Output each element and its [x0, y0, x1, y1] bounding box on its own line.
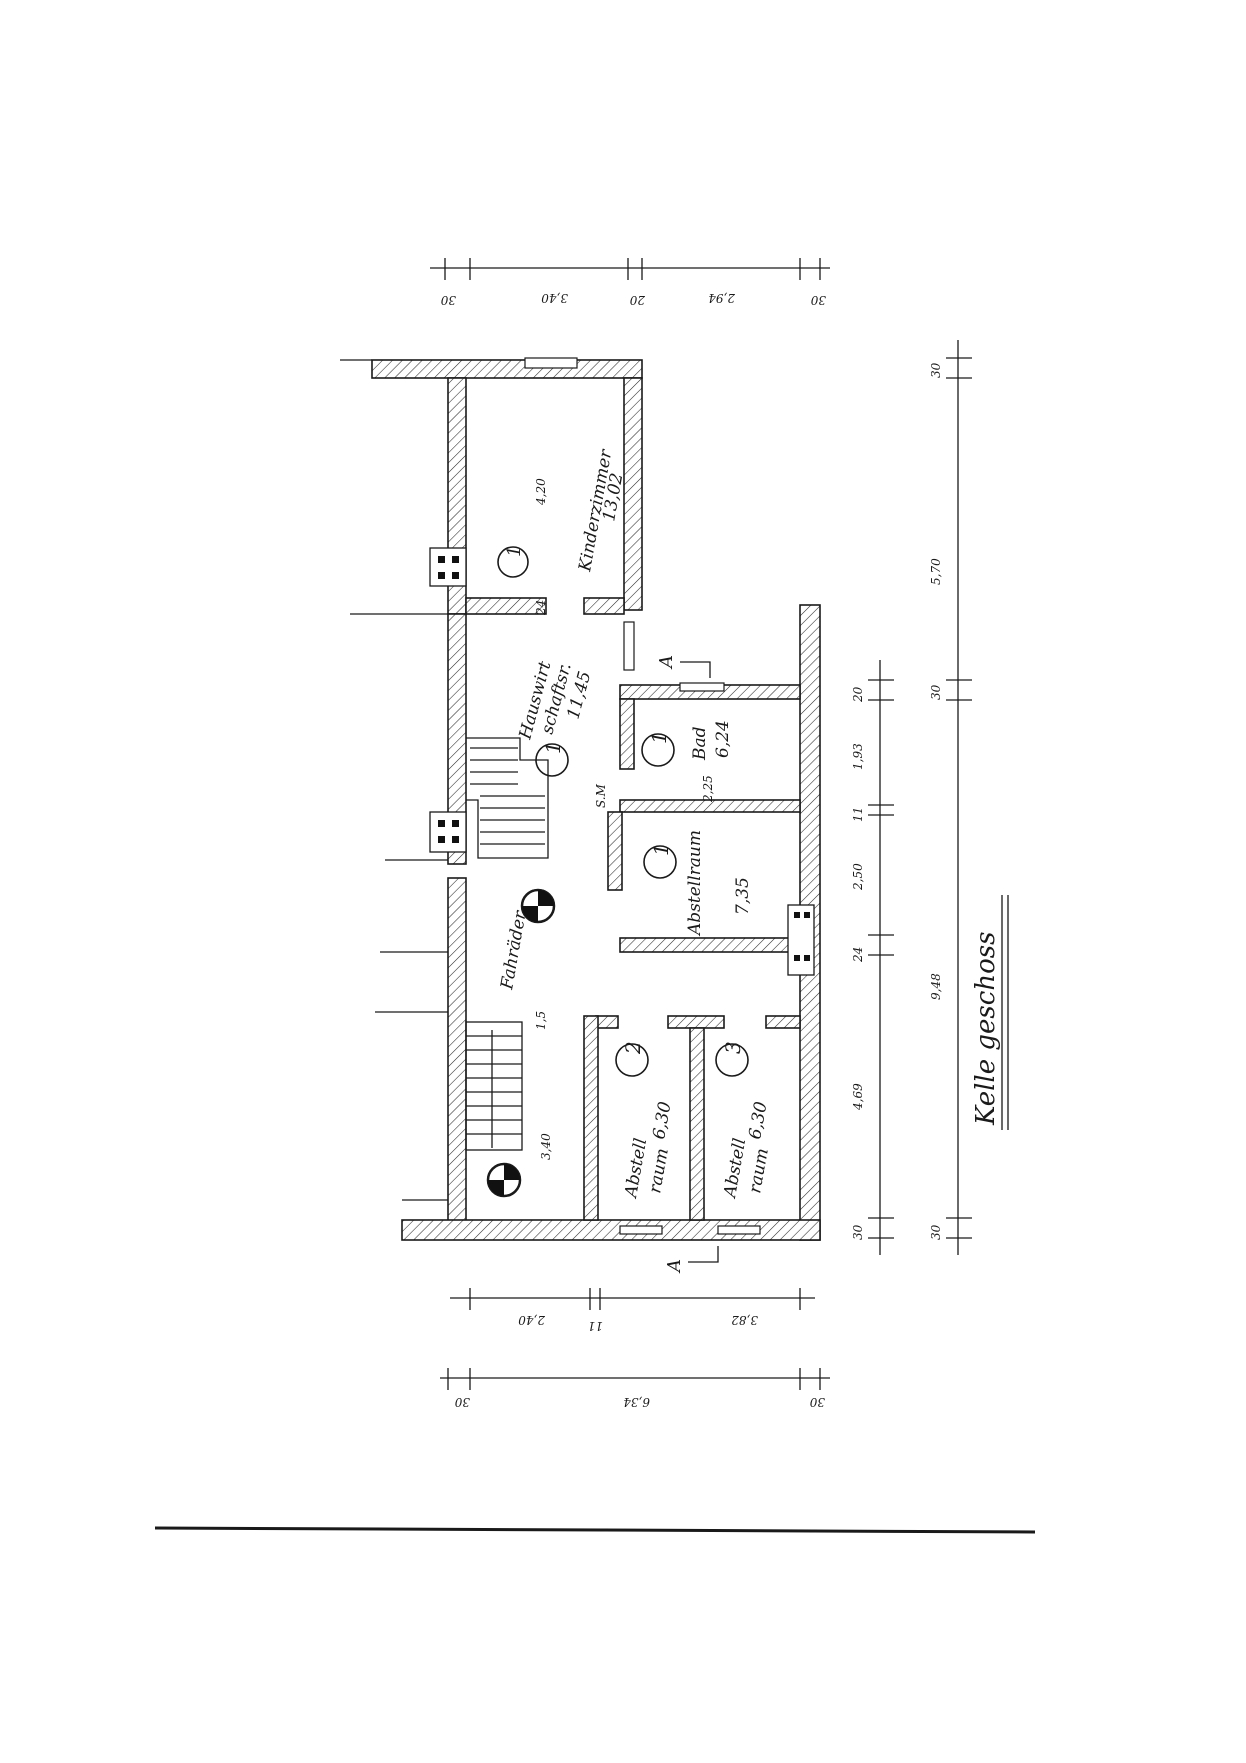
- room-dim: 4,20: [534, 478, 548, 506]
- room-area: 6,30: [745, 1100, 771, 1141]
- bottom-dimension-chain-1: 2,40 11 3,82: [450, 1288, 815, 1333]
- dim-top-4: 2,94: [708, 291, 736, 305]
- room-kinderzimmer: 1 Kinderzimmer 13,02 4,20: [497, 447, 627, 578]
- room-area: 7,35: [733, 877, 753, 915]
- right-outer-dimension-chain: 30 5,70 30 9,48 30: [929, 340, 972, 1255]
- dim-bottom1-3: 3,82: [731, 1313, 758, 1327]
- windows: [524, 357, 761, 1235]
- dim-right-outer-3: 30: [929, 684, 943, 700]
- dim-interior-2: 3,40: [539, 1133, 553, 1160]
- room-abstellraum-1: 1 Abstellraum 7,35: [643, 830, 753, 937]
- room-number: 3: [721, 1041, 745, 1054]
- light-fixture-icon: [486, 888, 556, 1198]
- drawing-title: Kelle geschoss: [971, 895, 1009, 1130]
- room-bad: 1 Bad 6,24: [641, 720, 733, 767]
- dim-right-inner-6: 4,69: [851, 1083, 865, 1111]
- dim-right-outer-5: 30: [929, 1224, 943, 1240]
- dim-top-2: 3,40: [541, 291, 568, 305]
- title-text: Kelle geschoss: [971, 932, 1001, 1126]
- bottom-dimension-chain-2: 30 6,34 30: [440, 1368, 830, 1409]
- dim-right-inner-5: 24: [851, 947, 865, 963]
- right-inner-dimension-chain: 20 1,93 11 2,50 24 4,69 30: [851, 660, 894, 1255]
- room-hauswirtschaft: 1 Hauswirt schaftsr. 11,45: [515, 659, 595, 777]
- upper-staircase: [466, 737, 549, 859]
- room-name: Abstellraum: [685, 830, 705, 937]
- dim-right-inner-2: 1,93: [851, 743, 865, 770]
- room-name-line2: raum: [745, 1147, 773, 1195]
- dim-bottom1-2: 11: [588, 1319, 603, 1333]
- room-name: Bad: [690, 726, 710, 761]
- dim-top-3: 20: [629, 293, 646, 307]
- dim-right-inner-7: 30: [851, 1224, 865, 1240]
- room-number: 1: [647, 731, 671, 744]
- room-number: 1: [541, 741, 565, 754]
- dim-right-outer-4: 9,48: [929, 973, 943, 1000]
- interior-dimensions: 24 3,40 1,5 2,25 S.M: [534, 600, 715, 1160]
- building-walls: [340, 359, 821, 1241]
- room-abstellraum-2: 2 Abstell raum 6,30: [615, 1041, 676, 1201]
- room-fahrraeder: Fahräder: [497, 909, 531, 992]
- section-label: A: [664, 1259, 685, 1274]
- room-number: 2: [621, 1041, 645, 1055]
- dim-right-inner-1: 20: [851, 686, 865, 703]
- room-area: 6,30: [649, 1100, 675, 1141]
- room-area: 6,24: [713, 720, 733, 758]
- lower-staircase: [465, 1021, 523, 1151]
- dim-bottom1-1: 2,40: [518, 1313, 546, 1327]
- page-rule: [154, 1526, 1036, 1534]
- dim-right-inner-3: 11: [851, 807, 865, 822]
- dim-bottom2-2: 6,34: [623, 1395, 650, 1409]
- dim-right-outer-2: 5,70: [929, 558, 943, 585]
- dim-right-inner-4: 2,50: [851, 863, 865, 891]
- section-label: A: [656, 655, 677, 670]
- dim-interior-3: 1,5: [534, 1011, 548, 1030]
- dim-top-1: 30: [440, 293, 456, 307]
- section-mark-top: A: [656, 655, 711, 678]
- room-number: 1: [649, 843, 673, 856]
- room-abstellraum-3: 3 Abstell raum 6,30: [715, 1041, 773, 1201]
- dim-bottom2-1: 30: [454, 1395, 470, 1409]
- room-number: 1: [504, 546, 525, 557]
- room-name: Fahräder: [497, 909, 531, 992]
- section-mark-bottom: A: [664, 1246, 719, 1274]
- room-name-line2: raum: [645, 1147, 673, 1195]
- dim-interior-5: S.M: [594, 783, 608, 808]
- dim-interior-4: 2,25: [701, 775, 715, 803]
- dim-top-5: 30: [810, 293, 826, 307]
- top-dimension-chain: 30 3,40 20 2,94 30: [430, 258, 830, 307]
- dim-interior-1: 24: [534, 600, 548, 616]
- dim-bottom2-3: 30: [809, 1395, 825, 1409]
- dim-right-outer-1: 30: [929, 362, 943, 378]
